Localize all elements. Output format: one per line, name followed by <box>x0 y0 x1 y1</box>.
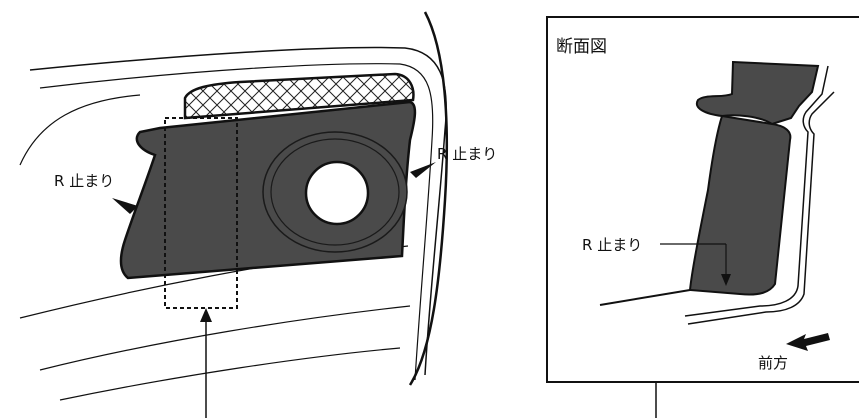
bumper-outer-line <box>29 46 447 376</box>
bumper-lower-line-2 <box>39 305 411 371</box>
front-direction-arrow <box>786 333 830 351</box>
r-stop-section-label: R 止まり <box>582 236 642 254</box>
detail-area-box <box>164 117 238 309</box>
r-stop-right-label: R 止まり <box>437 145 497 163</box>
fog-lamp-ring-inner <box>270 138 400 246</box>
section-wall <box>688 114 792 296</box>
section-frame <box>546 16 859 383</box>
section-body <box>695 60 820 126</box>
bumper-side-line <box>19 94 141 166</box>
bumper-lower-line-3 <box>59 347 401 401</box>
r-stop-right-marker <box>410 162 436 178</box>
section-flange-line <box>599 289 691 306</box>
r-stop-left-marker <box>112 198 138 214</box>
bumper-view: R 止まり R 止まり <box>19 11 497 418</box>
section-view: 断面図 R 止まり 前方 <box>546 16 859 418</box>
bumper-fender-line <box>408 11 449 386</box>
section-outer-line <box>684 65 829 317</box>
mesh-grille <box>183 72 415 120</box>
section-outer-line-2 <box>687 91 835 325</box>
detail-area-arrow-head <box>200 308 212 322</box>
r-stop-left-label: R 止まり <box>54 172 114 190</box>
front-direction-label: 前方 <box>758 354 788 372</box>
bumper-inner-line <box>39 63 434 381</box>
fog-lamp-hole <box>304 160 370 226</box>
section-title: 断面図 <box>556 37 607 57</box>
r-stop-section-arrow-head <box>721 274 731 286</box>
